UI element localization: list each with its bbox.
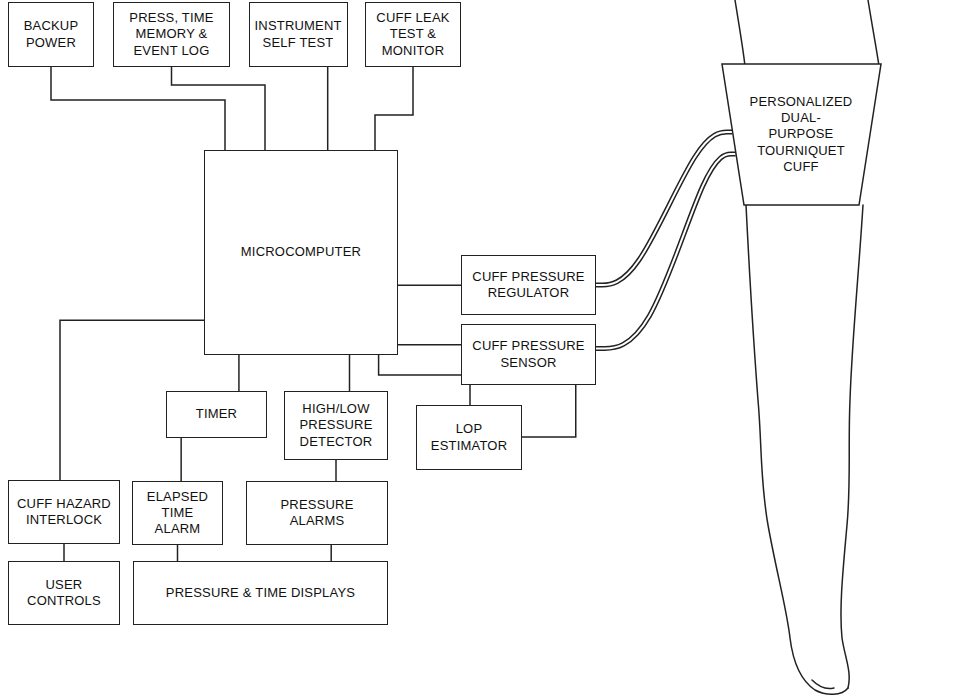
box-label: PRESS, TIME MEMORY & EVENT LOG	[119, 10, 224, 59]
box-label: LOP ESTIMATOR	[422, 421, 516, 454]
signal-line	[375, 67, 413, 150]
box-label: CUFF PRESSURE REGULATOR	[467, 269, 590, 302]
leg-outline	[868, 0, 879, 66]
box-label: TIMER	[196, 406, 237, 422]
signal-line	[349, 355, 351, 391]
air-tube	[596, 132, 732, 285]
controls-box: USER CONTROLS	[8, 561, 120, 625]
signal-line	[398, 285, 461, 287]
tourniquet-cuff: PERSONALIZED DUAL-PURPOSE TOURNIQUET CUF…	[722, 64, 881, 205]
detector-box: HIGH/LOW PRESSURE DETECTOR	[284, 391, 388, 460]
signal-line	[522, 385, 576, 437]
power-box: BACKUP POWER	[8, 2, 94, 67]
box-label: PERSONALIZED DUAL-PURPOSE TOURNIQUET CUF…	[750, 94, 853, 175]
box-label: BACKUP POWER	[14, 18, 88, 51]
box-label: INSTRUMENT SELF TEST	[255, 18, 342, 51]
box-label: CUFF PRESSURE SENSOR	[467, 338, 590, 371]
signal-line	[172, 67, 266, 150]
timer-box: TIMER	[166, 391, 267, 438]
alarm-box: PRESSURE ALARMS	[246, 481, 388, 545]
microcomputer-box: MICROCOMPUTER	[204, 150, 398, 355]
display-box: PRESSURE & TIME DISPLAYS	[133, 561, 388, 625]
box-label: CUFF HAZARD INTERLOCK	[14, 496, 114, 529]
box-label: CUFF LEAK TEST & MONITOR	[371, 10, 455, 59]
signal-line	[180, 438, 182, 481]
leg-outline	[841, 205, 863, 688]
box-label: PRESSURE & TIME DISPLAYS	[166, 585, 355, 601]
estimator-box: LOP ESTIMATOR	[416, 405, 522, 470]
signal-line	[330, 545, 332, 561]
air-tube	[596, 154, 736, 348]
box-label: ELAPSED TIME ALARM	[138, 489, 217, 538]
tube-bore	[596, 132, 732, 285]
box-label: MICROCOMPUTER	[241, 244, 361, 260]
signal-line	[398, 344, 461, 346]
signal-line	[335, 460, 337, 481]
leg-detail	[812, 680, 834, 689]
tube-bore	[596, 154, 736, 348]
signal-line	[379, 355, 470, 405]
cuff-shape	[722, 64, 881, 205]
box-label: PRESSURE ALARMS	[252, 497, 382, 530]
memory-box: PRESS, TIME MEMORY & EVENT LOG	[113, 2, 230, 67]
signal-line	[177, 545, 179, 561]
leg-outline	[746, 205, 848, 694]
regulator-box: CUFF PRESSURE REGULATOR	[461, 255, 596, 315]
box-label: USER CONTROLS	[14, 577, 114, 610]
signal-line	[63, 544, 65, 561]
signal-line	[327, 67, 329, 150]
self-test-box: INSTRUMENT SELF TEST	[249, 2, 348, 67]
signal-line	[238, 355, 240, 391]
box-label: HIGH/LOW PRESSURE DETECTOR	[290, 401, 382, 450]
sensor-box: CUFF PRESSURE SENSOR	[461, 324, 596, 385]
signal-line	[51, 67, 225, 150]
leak-test-box: CUFF LEAK TEST & MONITOR	[365, 2, 461, 67]
alarm-box: ELAPSED TIME ALARM	[132, 481, 223, 545]
leg-outline	[735, 0, 745, 66]
interlock-box: CUFF HAZARD INTERLOCK	[8, 480, 120, 544]
